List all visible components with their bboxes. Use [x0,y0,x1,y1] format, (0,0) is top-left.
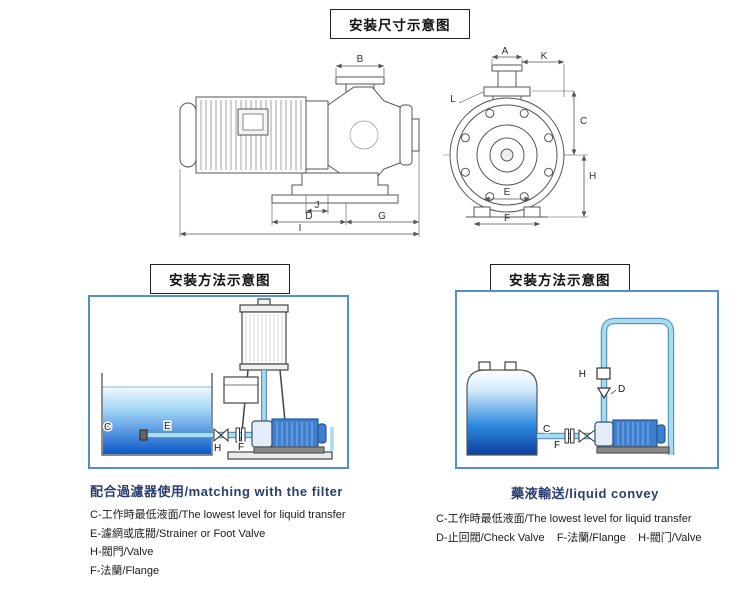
valve-symbol [578,429,588,443]
left-installation-diagram: C E H F [88,295,349,469]
left-installation-svg: C E H F [101,298,334,460]
pump-base [596,446,670,454]
right-section-title-box: 安装方法示意图 [490,264,630,294]
dim-label-A: A [502,46,509,57]
dim-label-F: F [504,213,510,224]
filter-lid [239,304,289,313]
label-valve: H [579,369,586,380]
left-diagram-labels: C E H F [103,420,246,456]
dim-label-D: D [305,211,312,222]
label-flange: F [554,440,560,451]
valve-symbol [586,429,596,443]
legend-item: C-工作時最低液面/The lowest level for liquid tr… [90,509,346,521]
foot-valve [139,429,148,441]
label-check-valve: D [618,384,625,395]
check-valve-symbol [596,387,612,400]
dim-label-G: G [378,211,386,222]
right-diagram-labels: H D C F [542,368,627,453]
legend-item: H-閥門/Valve [90,546,154,558]
page-title-box: 安装尺寸示意图 [330,9,470,39]
right-caption: 藥液輸送/liquid convey [511,486,659,501]
right-legend: C-工作時最低液面/The lowest level for liquid tr… [436,510,701,547]
pump-bracket [305,100,329,170]
legend-item: D-止回閥/Check Valve F-法蘭/Flange H-閥门/Valve [436,531,702,544]
legend-item: E-濾網或底閥/Strainer or Foot Valve [90,527,266,540]
dimension-labels: B J D G I A K L C H E F [299,46,597,234]
dim-label-J: J [315,200,320,211]
filter-vessel [241,311,287,365]
volute-casing [327,86,401,184]
right-installation-diagram: H D C F [455,290,719,469]
label-valve: H [214,443,221,454]
tank-left [101,373,213,456]
valve-symbol [213,427,222,443]
control-box [223,376,259,404]
left-caption: 配合過濾器使用/matching with the filter [90,484,343,499]
motor-end-cap [179,102,197,168]
discharge-pipe [602,319,673,455]
legend-item: F-法蘭/Flange [90,564,160,577]
right-section-title: 安装方法示意图 [509,273,611,288]
pump-head [594,421,614,447]
dim-label-B: B [357,54,364,65]
foot-right [523,206,541,218]
legend-item: C-工作時最低液面/The lowest level for liquid tr… [436,513,692,525]
left-legend: C-工作時最低液面/The lowest level for liquid tr… [90,506,346,580]
label-strainer: E [164,421,171,432]
flange-symbol [570,428,575,444]
chemical-tank [466,369,538,456]
dim-label-H: H [589,171,596,182]
pump-motor [612,419,658,448]
tank-water [103,387,211,454]
valve-symbol [220,427,229,443]
dim-label-I: I [299,223,302,234]
left-section-title-box: 安装方法示意图 [150,264,290,294]
suction-flange [483,86,531,97]
foot-left [473,206,491,218]
dim-label-K: K [541,51,548,62]
left-section-title: 安装方法示意图 [169,273,271,288]
dim-label-E: E [504,187,511,198]
pump-motor [271,418,319,449]
valve-symbol [596,367,611,380]
pump-front-view [443,54,588,227]
discharge-flange [399,104,413,166]
label-liquid-level: C [543,424,550,435]
flange-symbol [235,427,240,443]
pump-head [251,420,273,448]
flange-symbol [564,428,569,444]
dim-label-C: C [580,116,587,127]
page-title: 安装尺寸示意图 [349,18,451,33]
base-plate [271,194,399,204]
label-liquid-level: C [104,422,111,433]
pump-side-view [179,63,420,237]
pump-base [253,446,325,454]
right-installation-svg: H D C F [466,317,675,456]
flange-symbol [241,427,246,443]
pedestal [291,172,389,196]
dim-label-L: L [450,94,456,105]
dimension-drawing-svg: B J D G I A K L C H E F [179,46,597,237]
label-flange: F [238,442,244,453]
